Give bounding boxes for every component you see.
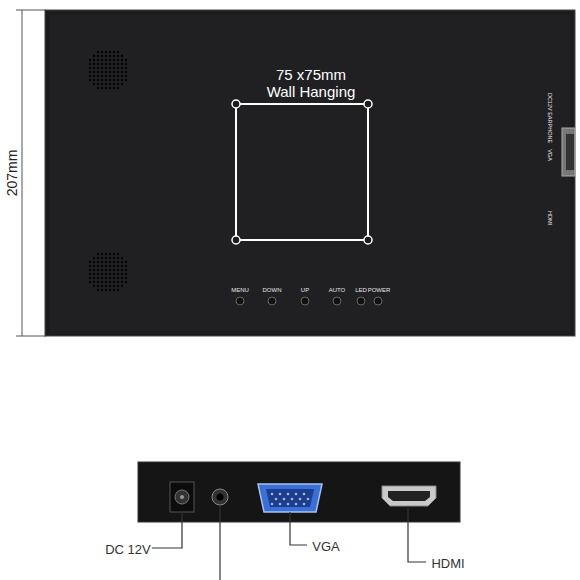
dc-jack <box>170 482 194 512</box>
button-label: DOWN <box>263 287 282 293</box>
vesa-square <box>236 104 368 240</box>
port-name: HDMI <box>431 557 464 570</box>
back-panel <box>45 10 575 336</box>
port-label: HDMI <box>546 211 552 225</box>
port-label: DC12V EARPHONE <box>546 93 552 143</box>
dimension-label: 207mm <box>5 150 19 197</box>
mount-label: Wall Hanging <box>267 84 356 99</box>
side-vga-port <box>562 128 575 176</box>
earphone-jack <box>212 489 228 505</box>
port-name: DC 12V <box>105 543 151 556</box>
side-vga-socket <box>566 134 574 170</box>
button-label: UP <box>301 287 309 293</box>
vga-port <box>258 484 322 512</box>
buttons <box>236 297 382 305</box>
mount-holes <box>232 100 372 244</box>
dimension-tick <box>16 10 46 11</box>
panel-face <box>50 15 570 331</box>
mount-size-label: 75 x75mm <box>276 67 346 82</box>
port-label: VGA <box>546 149 552 161</box>
leader-lines <box>152 505 426 580</box>
hdmi-port <box>382 486 436 506</box>
port-name: VGA <box>312 540 339 553</box>
port-panel <box>138 462 460 522</box>
button-label: LED <box>355 287 367 293</box>
button-label: AUTO <box>329 287 346 293</box>
dimension-tick <box>16 336 46 337</box>
dimension-line <box>22 10 23 336</box>
speaker-grilles <box>89 51 127 291</box>
button-label: MENU <box>231 287 249 293</box>
button-label: POWER <box>368 287 391 293</box>
